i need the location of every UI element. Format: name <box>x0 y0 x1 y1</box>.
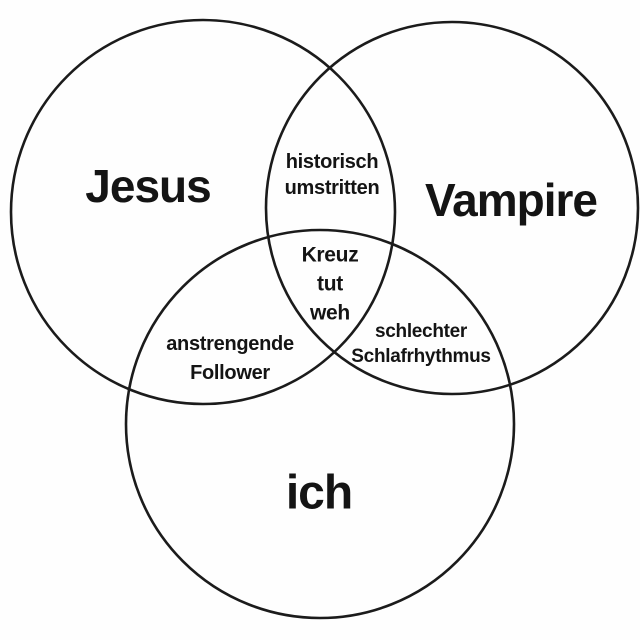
intersection-line: tut <box>317 272 343 296</box>
intersection-line: umstritten <box>284 177 380 199</box>
intersection-line: anstrengende <box>166 333 294 355</box>
intersection-line: Follower <box>190 362 270 384</box>
set-label-jesus: Jesus <box>85 160 211 212</box>
circle-jesus <box>9 18 397 406</box>
intersection-center-all: Kreuz tut weh <box>302 241 359 328</box>
intersection-line: Schlafrhythmus <box>351 346 491 367</box>
intersection-jesus-vampire: historisch umstritten <box>285 149 380 201</box>
intersection-line: schlechter <box>374 321 468 342</box>
circle-vampire <box>264 20 640 396</box>
intersection-line: historisch <box>285 151 379 173</box>
intersection-line: Kreuz <box>301 243 359 267</box>
intersection-jesus-ich: anstrengende Follower <box>166 330 294 388</box>
intersection-line: weh <box>310 301 350 325</box>
intersection-vampire-ich: schlechter Schlafrhythmus <box>351 319 491 369</box>
set-label-ich: ich <box>285 466 353 520</box>
circle-ich <box>124 228 516 620</box>
set-label-vampire: Vampire <box>425 174 598 226</box>
